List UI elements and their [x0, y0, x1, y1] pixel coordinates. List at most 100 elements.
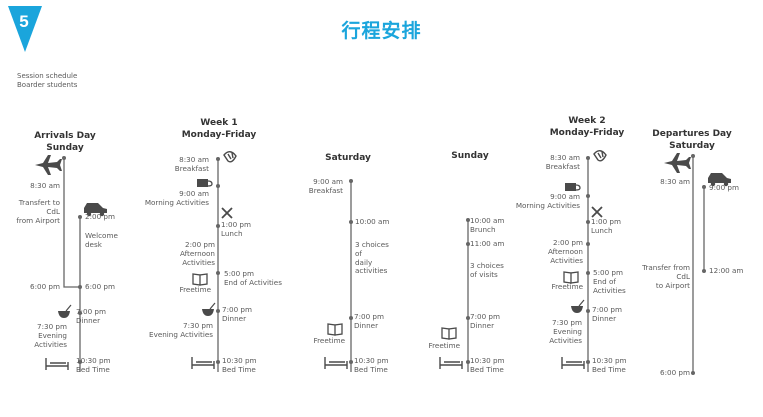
sunday-event: 3 choices of visits: [470, 261, 504, 280]
week1-event: 9:00 am Morning Activities: [145, 189, 209, 208]
timeline-dot: [78, 311, 82, 315]
page-number-badge: 5: [8, 6, 42, 52]
event-time: 6:00 pm: [30, 282, 60, 291]
event-time: 8:30 am: [30, 181, 60, 190]
timeline-dot: [349, 179, 353, 183]
week2-event: 2:00 pm Afternoon Activities: [548, 238, 583, 265]
week1-event: 7:00 pm Dinner: [222, 305, 252, 324]
event-label: to Airport: [655, 280, 690, 290]
week2-event: 7:00 pm Dinner: [592, 305, 622, 324]
bed-icon: [561, 357, 585, 369]
timeline-dot: [216, 184, 220, 188]
event-label: CdL: [676, 271, 690, 281]
event-time: 7:30 pm: [37, 322, 67, 331]
bed-icon: [439, 357, 463, 369]
event-label: Dinner: [76, 315, 101, 325]
event-time: 10:30 pm: [76, 356, 111, 365]
timeline-dot: [466, 360, 470, 364]
heading-line: Saturday: [325, 153, 371, 163]
week1-event: 7:30 pm Evening Activities: [149, 321, 213, 340]
event-time: 1:00 pm: [591, 217, 621, 226]
heading-sunday: Sunday: [440, 150, 500, 162]
event-time: 8:30 am: [179, 155, 209, 164]
event-label: Activities: [550, 255, 583, 265]
arrivals-event: 6:00 pm: [85, 282, 115, 292]
event-time: 2:00 pm: [185, 240, 215, 249]
timeline-dot: [691, 154, 695, 158]
dinner-bowl-icon: [202, 302, 216, 316]
week1-event: Freetime: [180, 285, 212, 295]
arrivals-timeline-left: [63, 158, 80, 288]
timeline-dot: [586, 194, 590, 198]
timeline-dot: [586, 156, 590, 160]
heading-line: Departures Day: [652, 129, 732, 139]
event-time: 9:00 am: [550, 192, 580, 201]
event-label: Activities: [34, 339, 67, 349]
timeline-dot: [349, 220, 353, 224]
event-time: 5:00 pm: [224, 269, 254, 278]
cutlery-icon: [591, 206, 603, 218]
badge-triangle: [8, 6, 42, 52]
arrivals-event: 8:30 am: [30, 181, 60, 191]
event-label: of: [355, 248, 362, 258]
note-session-schedule: Session schedule: [17, 72, 78, 80]
timeline-dot: [216, 271, 220, 275]
event-label: desk: [85, 239, 102, 249]
book-icon: [563, 271, 579, 284]
heading-week1: Week 1 Monday-Friday: [176, 117, 262, 141]
book-icon: [441, 327, 457, 340]
event-time: 1:00 pm: [221, 220, 251, 229]
timeline-dot: [62, 156, 66, 160]
event-label: 3 choices: [470, 261, 504, 270]
cutlery-icon: [221, 207, 233, 219]
event-label: End of: [593, 276, 616, 286]
event-time: 7:30 pm: [183, 321, 213, 330]
event-time: 10:30 pm: [470, 356, 505, 365]
plane-icon: [35, 155, 62, 175]
event-label: 3 choices: [355, 240, 389, 249]
event-label: Bed Time: [592, 364, 626, 374]
book-icon: [192, 273, 208, 286]
sunday-event: 11:00 am: [470, 239, 504, 249]
coffee-cup-icon: [197, 179, 213, 187]
heading-line: Week 1: [200, 118, 238, 128]
event-time: 10:00 am: [355, 217, 390, 226]
sunday-event: Freetime: [429, 341, 461, 351]
departures-event: 6:00 pm: [660, 368, 690, 378]
heading-line: Saturday: [669, 141, 715, 151]
event-label: CdL: [46, 206, 60, 216]
event-time: 9:00 am: [179, 189, 209, 198]
event-time: 7:30 pm: [552, 318, 582, 327]
event-label: Breakfast: [174, 163, 209, 173]
timeline-dot: [216, 309, 220, 313]
bed-icon: [191, 357, 215, 369]
event-label: activities: [355, 266, 388, 276]
arrivals-event: Welcome desk: [85, 231, 118, 250]
event-label: Breakfast: [545, 161, 580, 171]
timeline-dot: [586, 242, 590, 246]
event-label: Evening: [553, 326, 582, 336]
event-label: Morning Activities: [515, 200, 580, 210]
arrivals-event: 10:30 pm Bed Time: [76, 356, 111, 375]
event-time: 6:00 pm: [85, 282, 115, 291]
event-label: Dinner: [592, 313, 617, 323]
bed-icon: [45, 358, 69, 370]
timeline-dot: [78, 360, 82, 364]
timeline-dot: [702, 185, 706, 189]
timeline-dot: [78, 285, 82, 289]
arrivals-event: 2:00 pm: [85, 212, 115, 222]
heading-line: Sunday: [46, 143, 84, 153]
timeline-dot: [349, 360, 353, 364]
sunday-event: 10:00 am Brunch: [470, 216, 504, 235]
timeline-dot: [586, 309, 590, 313]
timeline-dot: [78, 215, 82, 219]
week1-event: 1:00 pm Lunch: [221, 220, 251, 239]
timeline-dot: [691, 371, 695, 375]
event-label: Activities: [593, 285, 626, 295]
arrivals-event: 7:00 pm Dinner: [76, 307, 106, 326]
heading-line: Week 2: [568, 116, 606, 126]
event-label: Freetime: [313, 336, 346, 345]
car-icon: [708, 173, 731, 187]
heading-week2: Week 2 Monday-Friday: [544, 115, 630, 139]
